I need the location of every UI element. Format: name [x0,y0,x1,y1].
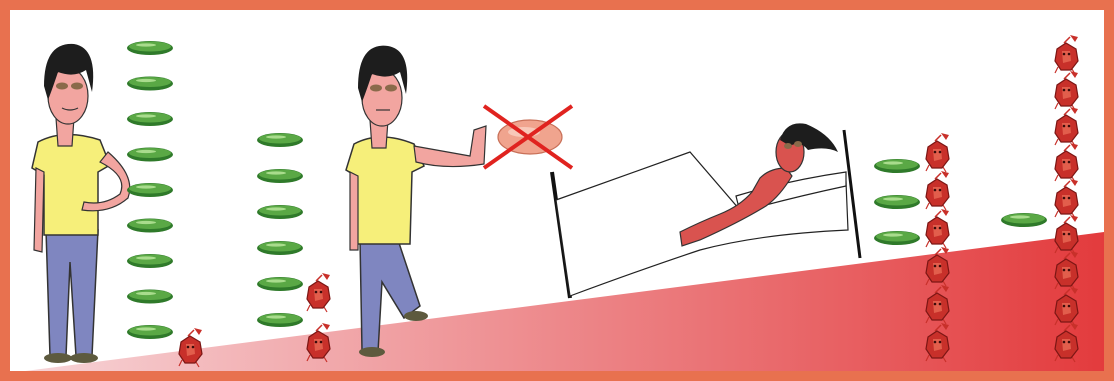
green-bacterium-icon [874,159,920,173]
green-bacterium-icon [127,77,173,91]
red-bacterium-icon [1055,179,1078,218]
red-bacterium-icon [926,133,949,172]
red-bacterium-icon [926,171,949,210]
red-bacterium-icon [1055,107,1078,146]
healthy-person [32,44,130,363]
red-bacterium-icon [307,273,330,312]
green-bacterium-icon [127,183,173,197]
green-bacterium-icon [127,41,173,55]
red-bacterium-icon [1055,35,1078,74]
green-bacterium-icon [1001,213,1047,227]
green-bacterium-icon [127,254,173,268]
green-bacterium-icon [127,290,173,304]
red-bacterium-icon [1055,143,1078,182]
green-bacterium-icon [257,205,303,219]
green-bacterium-icon [257,277,303,291]
green-bacterium-icon [257,133,303,147]
green-bacterium-icon [257,169,303,183]
green-bacterium-icon [874,195,920,209]
red-bacterium-icon [926,209,949,248]
green-bacterium-icon [127,219,173,233]
refusing-person [346,46,486,357]
green-bacterium-icon [874,231,920,245]
green-bacterium-icon [257,313,303,327]
green-bacterium-icon [127,112,173,126]
green-bacterium-icon [127,325,173,339]
red-bacterium-icon [1055,71,1078,110]
green-bacterium-icon [257,241,303,255]
green-bacterium-icon [127,148,173,162]
